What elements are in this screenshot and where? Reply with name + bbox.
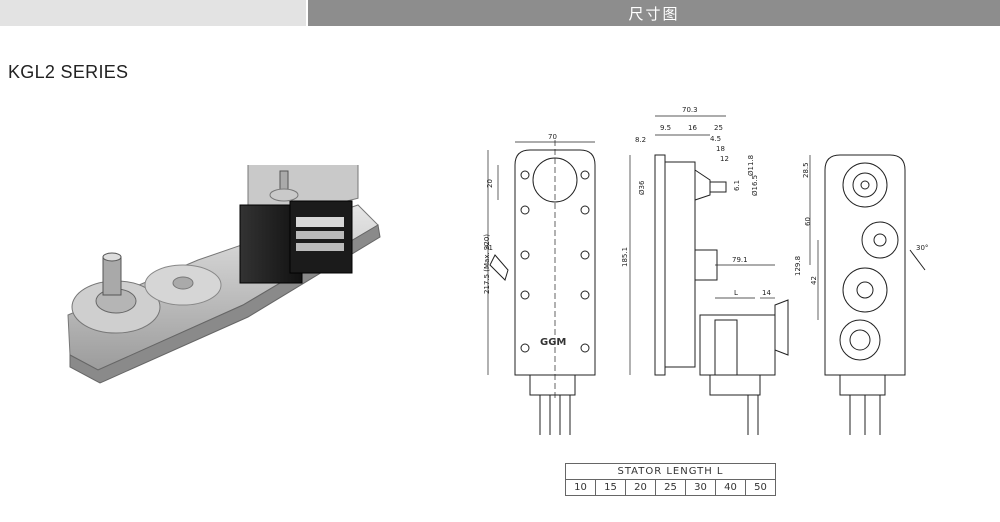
dim-71: 71 — [484, 244, 493, 252]
series-title: KGL2 SERIES — [8, 62, 129, 82]
table-cell: 25 — [655, 479, 686, 496]
table-cell: 30 — [685, 479, 716, 496]
table-cell: 50 — [745, 479, 776, 496]
dim-20: 20 — [486, 179, 494, 188]
gear-motor-photo — [67, 165, 381, 384]
dim-70: 70 — [548, 133, 557, 141]
dim-6-1: 6.1 — [733, 180, 741, 191]
dim-129: 129.8 — [794, 256, 802, 276]
table-cell: 20 — [625, 479, 656, 496]
table-cell: 15 — [595, 479, 626, 496]
dim-18: 18 — [716, 145, 725, 153]
dim-42: 42 — [810, 276, 818, 285]
table-row: 10 15 20 25 30 40 50 — [565, 479, 776, 496]
dimension-drawing: 70 20 217.5 (Max. 220) 71 70.3 9.5 8.2 1… — [483, 106, 928, 435]
dim-28: 28.5 — [802, 162, 810, 178]
dim-phi36: Ø36 — [638, 180, 646, 195]
table-cell: 40 — [715, 479, 746, 496]
dim-4-5: 4.5 — [710, 135, 721, 143]
plate-text: GGM — [540, 337, 566, 348]
dim-79: 79.1 — [732, 256, 748, 264]
header-bar: 尺寸图 — [308, 0, 1000, 26]
stator-length-table: STATOR LENGTH L 10 15 20 25 30 40 50 — [565, 463, 776, 496]
dim-9-5: 9.5 — [660, 124, 671, 132]
dim-30: 30° — [916, 244, 928, 252]
header-bar-left — [0, 0, 306, 26]
dim-phi16-5: Ø16.5 — [751, 175, 759, 196]
dim-16: 16 — [688, 124, 697, 132]
dim-70-3: 70.3 — [682, 106, 698, 114]
header-title: 尺寸图 — [628, 4, 680, 23]
dim-14: 14 — [762, 289, 771, 297]
dim-12: 12 — [720, 155, 729, 163]
dim-phi11-8: Ø11.8 — [747, 155, 755, 176]
dim-L: L — [734, 289, 738, 297]
dim-217: 217.5 (Max. 220) — [483, 234, 491, 294]
dim-185: 185.1 — [621, 247, 629, 267]
stator-table-header: STATOR LENGTH L — [565, 463, 776, 480]
dim-8-2: 8.2 — [635, 136, 646, 144]
dim-25: 25 — [714, 124, 723, 132]
table-cell: 10 — [565, 479, 596, 496]
dim-60: 60 — [804, 217, 812, 226]
